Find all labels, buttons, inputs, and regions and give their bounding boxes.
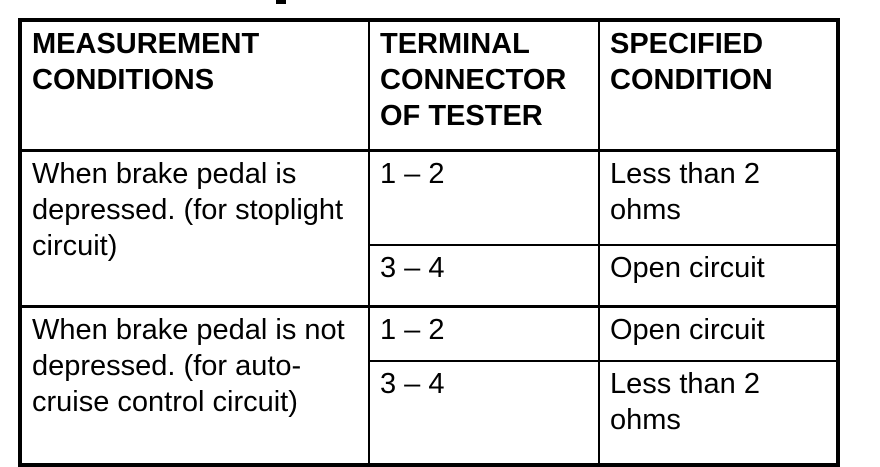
table-row: When brake pedal is depressed. (for stop… [19,149,839,308]
cell-specified: Less than 2 ohms [598,360,839,466]
table-row: When brake pedal is not depressed. (for … [19,305,839,466]
header-specified-condition: SPECIFIED CONDITION [598,19,839,152]
cell-specified: Open circuit [598,305,839,362]
header-row: MEASUREMENT CONDITIONS TERMINAL CONNECTO… [19,19,839,152]
cell-terminals: 3 – 4 [368,244,600,308]
header-measurement-conditions: MEASUREMENT CONDITIONS [19,19,370,152]
table-row: 3 – 4 Open circuit [20,244,839,308]
cropped-text-fragment [276,0,286,4]
cell-condition-brake-depressed: When brake pedal is depressed. (for stop… [19,149,370,308]
cell-condition-brake-not-depressed: When brake pedal is not depressed. (for … [19,305,370,466]
cell-terminals: 3 – 4 [368,360,600,466]
cell-terminals: 1 – 2 [368,305,600,362]
cell-specified: Open circuit [598,244,839,308]
cell-terminals: 1 – 2 [368,149,600,246]
page: { "colors": { "background": "#ffffff", "… [18,0,840,467]
specified-condition-table: MEASUREMENT CONDITIONS TERMINAL CONNECTO… [18,18,840,467]
header-terminal-connector: TERMINAL CONNECTOR OF TESTER [368,19,600,152]
cell-specified: Less than 2 ohms [598,149,839,246]
